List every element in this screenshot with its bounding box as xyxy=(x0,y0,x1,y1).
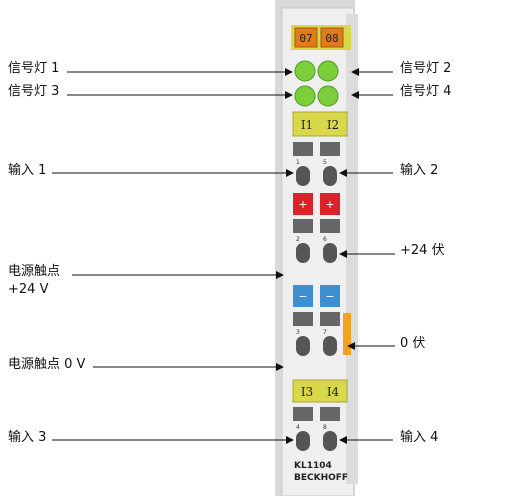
led-signal-2 xyxy=(317,60,339,82)
power-label-minus-left xyxy=(293,285,313,307)
channel-text-07: 07 xyxy=(299,32,312,45)
power-label-minus-right xyxy=(320,285,340,307)
wire-entry-2 xyxy=(296,243,310,263)
label-signal-2: 信号灯 2 xyxy=(400,61,452,76)
channel-label-07 xyxy=(294,27,318,48)
wire-entry-4 xyxy=(296,431,310,451)
housing-side-ribs xyxy=(346,14,358,484)
led-signal-3 xyxy=(294,85,316,107)
spring-release-4 xyxy=(293,407,313,421)
minus-sign-right: − xyxy=(325,290,334,303)
spring-release-3 xyxy=(293,312,313,326)
led-signal-1 xyxy=(294,60,316,82)
pin-number-1: 1 xyxy=(296,159,300,166)
spring-release-5 xyxy=(320,142,340,156)
label-signal-4: 信号灯 4 xyxy=(400,84,452,99)
channel-text-08: 08 xyxy=(325,32,338,45)
label-input-1: 输入 1 xyxy=(8,163,47,178)
label-plus24: +24 伏 xyxy=(400,243,445,258)
pin-number-8: 8 xyxy=(323,424,327,431)
plus-sign-right: + xyxy=(325,198,334,211)
input-label-i4: I4 xyxy=(327,385,340,399)
wire-entry-1 xyxy=(296,166,310,186)
pin-number-2: 2 xyxy=(296,236,300,243)
input-label-i1: I1 xyxy=(301,118,313,132)
spring-release-2 xyxy=(293,219,313,233)
input-label-holder-top xyxy=(292,111,348,137)
spring-release-7 xyxy=(320,312,340,326)
label-power-contact-24-sub: +24 V xyxy=(8,282,49,297)
label-input-4: 输入 4 xyxy=(400,430,439,445)
input-label-i3: I3 xyxy=(301,385,313,399)
label-signal-3: 信号灯 3 xyxy=(8,84,60,99)
wire-entry-8 xyxy=(323,431,337,451)
label-signal-1: 信号灯 1 xyxy=(8,61,60,76)
wire-entry-5 xyxy=(323,166,337,186)
label-input-2: 输入 2 xyxy=(400,163,439,178)
pin-number-6: 6 xyxy=(323,236,327,243)
pin-number-4: 4 xyxy=(296,424,300,431)
orange-side-marker xyxy=(343,313,351,355)
pin-number-7: 7 xyxy=(323,329,327,336)
channel-label-08 xyxy=(320,27,344,48)
spring-release-1 xyxy=(293,142,313,156)
minus-sign-left: − xyxy=(298,290,307,303)
module-housing xyxy=(281,7,355,496)
label-power-contact-24-title: 电源触点 xyxy=(8,264,61,279)
label-zero-volt: 0 伏 xyxy=(400,336,426,351)
power-label-plus-right xyxy=(320,193,340,215)
wire-entry-3 xyxy=(296,336,310,356)
power-label-plus-left xyxy=(293,193,313,215)
spring-release-6 xyxy=(320,219,340,233)
model-name: KL1104 xyxy=(294,461,332,471)
led-signal-4 xyxy=(317,85,339,107)
spring-release-8 xyxy=(320,407,340,421)
input-label-holder-bottom xyxy=(292,379,348,403)
wire-entry-6 xyxy=(323,243,337,263)
input-label-i2: I2 xyxy=(327,118,339,132)
pin-number-5: 5 xyxy=(323,159,327,166)
brand-name: BECKHOFF xyxy=(294,473,348,483)
pin-number-3: 3 xyxy=(296,329,300,336)
label-input-3: 输入 3 xyxy=(8,430,47,445)
plus-sign-left: + xyxy=(298,198,307,211)
wire-entry-7 xyxy=(323,336,337,356)
label-power-contact-0v: 电源触点 0 V xyxy=(8,357,86,372)
